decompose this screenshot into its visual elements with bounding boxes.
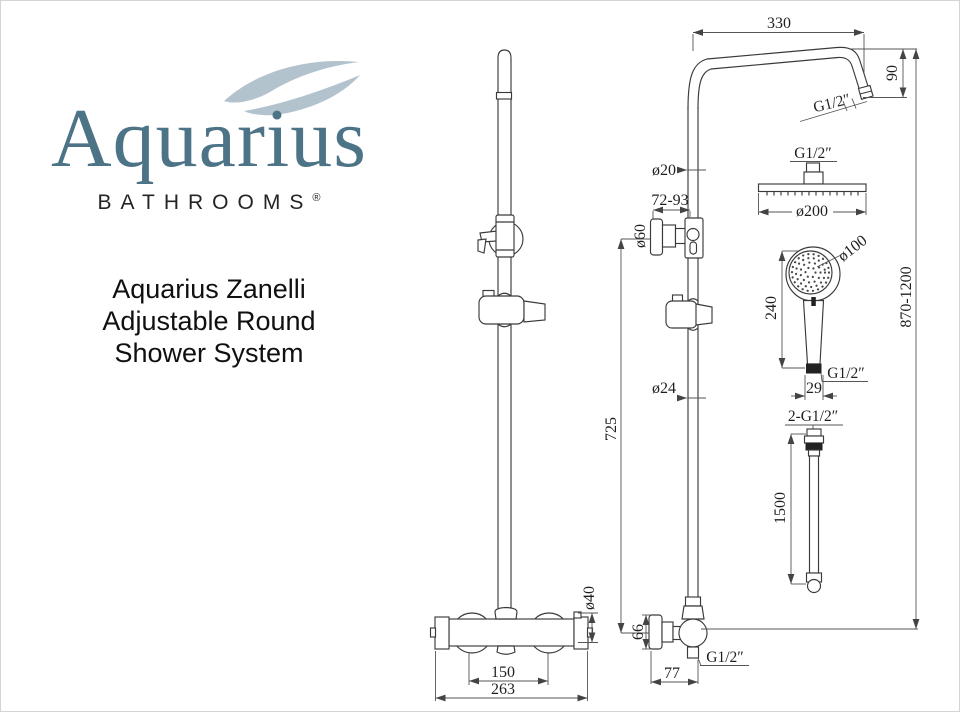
wall-bracket-side — [649, 217, 704, 259]
dim-valve-flange-dia: 66 — [630, 624, 647, 640]
dim-bracket-dia: ø60 — [632, 224, 649, 248]
dim-hand-grip-width: 29 — [806, 380, 822, 397]
front-view-dimensions: ø40 150 263 — [435, 586, 598, 702]
thermostatic-valve-side — [648, 596, 708, 659]
dim-height-range: 870-1200 — [898, 266, 915, 327]
dim-hand-length: 240 — [763, 296, 780, 320]
dim-arm-drop: 90 — [884, 65, 901, 81]
dim-riser-lower-dia: ø24 — [652, 380, 676, 397]
overhead-shower: G1/2″ ø200 — [757, 145, 867, 220]
shower-arm — [687, 46, 874, 110]
dim-valve-depth: 77 — [664, 665, 680, 682]
dim-valve-width: 263 — [491, 681, 515, 698]
thermostatic-valve-front — [429, 606, 594, 655]
front-view-drawing: ø40 150 263 — [429, 49, 598, 702]
dim-riser-upper-dia: ø20 — [652, 162, 676, 179]
dim-valve-outlet-thread: G1/2″ — [706, 649, 743, 666]
dim-arm-outlet-thread: G1/2″ — [812, 91, 852, 117]
riser-rail-front — [495, 49, 513, 609]
brand-subtitle: BATHROOMS® — [29, 191, 389, 215]
shower-hose: 2-G1/2″ 1500 — [772, 408, 843, 594]
dim-riser-length: 725 — [603, 417, 620, 441]
dim-hose-threads: 2-G1/2″ — [788, 408, 838, 425]
side-view-drawing: 330 90 G1/2″ 870-1200 ø20 72-93 ø60 — [603, 15, 920, 686]
dim-arm-reach: 330 — [767, 15, 791, 32]
dim-valve-body-dia: ø40 — [581, 586, 598, 610]
dim-hose-length: 1500 — [772, 492, 789, 524]
dim-bracket-adjust: 72-93 — [651, 192, 688, 209]
wave-swoosh-icon — [224, 60, 360, 116]
dim-hand-inlet-thread: G1/2″ — [827, 365, 864, 382]
dim-valve-centres: 150 — [491, 664, 515, 681]
product-title: Aquarius Zanelli Adjustable Round Shower… — [29, 273, 389, 369]
brand-name: Aquarius — [51, 92, 367, 185]
dim-head-inlet-thread: G1/2″ — [794, 145, 831, 162]
handset-holder-side — [665, 294, 713, 331]
dim-hand-dia: ø100 — [835, 232, 871, 265]
brand-subtitle-text: BATHROOMS — [97, 191, 313, 214]
riser-pipe-side — [687, 107, 699, 601]
wall-bracket-front — [477, 214, 524, 258]
dim-head-dia: ø200 — [796, 203, 828, 220]
hand-shower: ø100 240 G1/2″ 29 — [763, 232, 871, 400]
product-title-line2: Adjustable Round — [102, 306, 316, 336]
product-title-line3: Shower System — [114, 338, 304, 368]
registered-mark: ® — [312, 192, 321, 204]
product-title-line1: Aquarius Zanelli — [112, 274, 306, 304]
handset-holder-front — [478, 289, 546, 328]
side-view-dimensions: 330 90 G1/2″ 870-1200 ø20 72-93 ø60 — [603, 15, 920, 686]
